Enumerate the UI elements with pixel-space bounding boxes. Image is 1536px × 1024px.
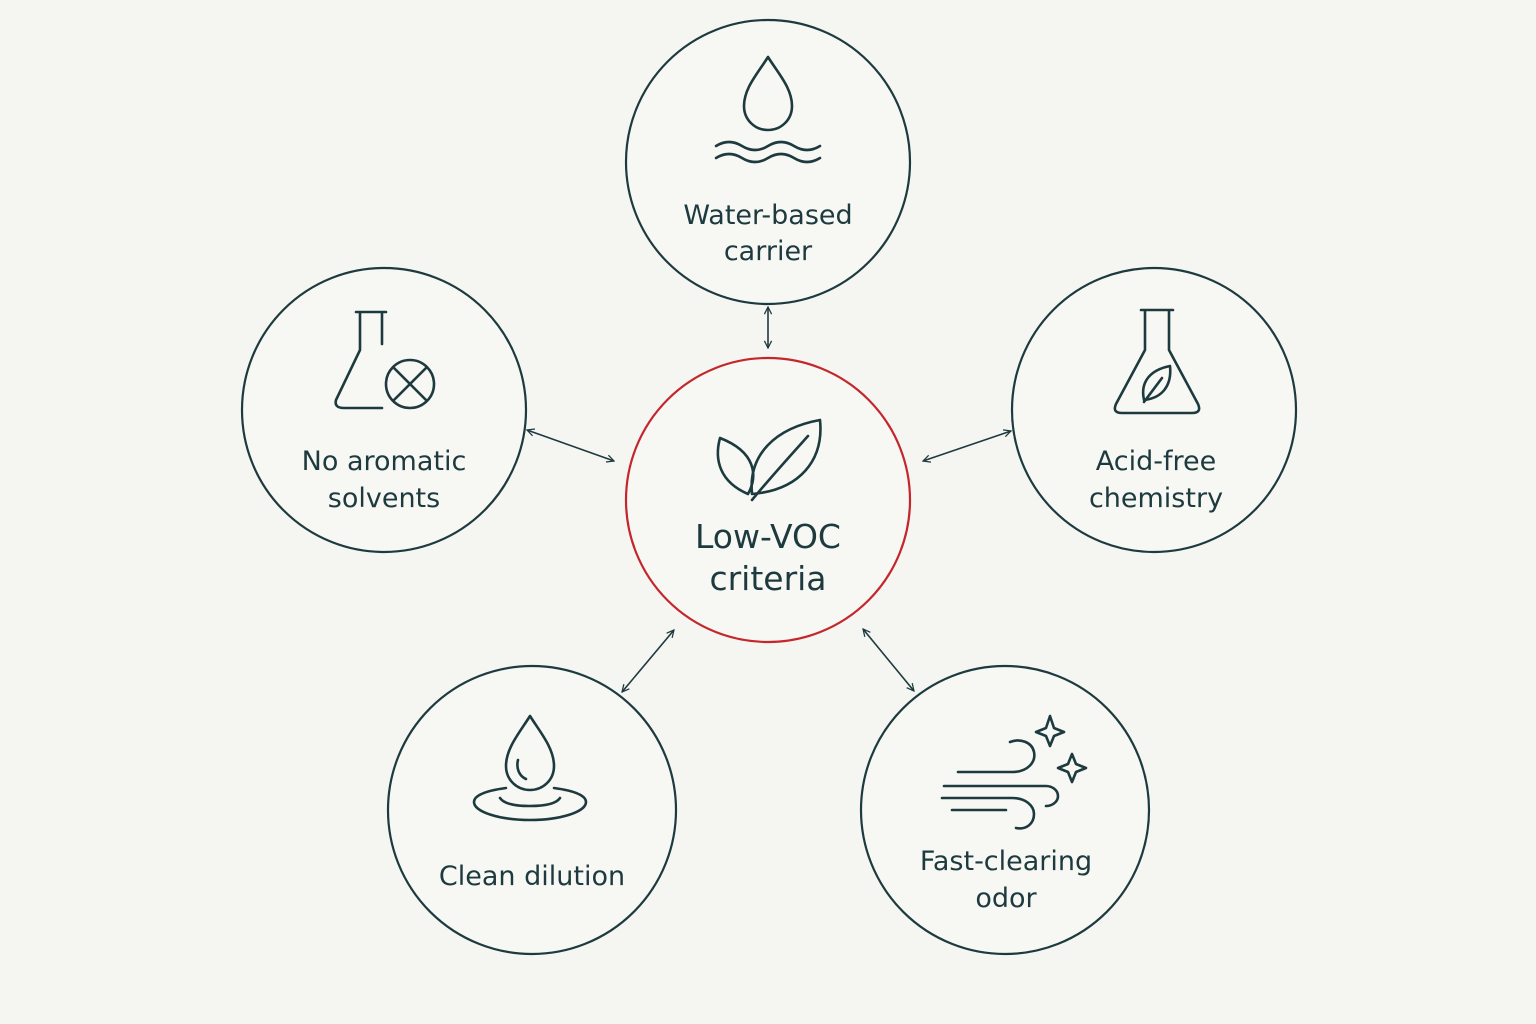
node-label-line2: carrier bbox=[724, 236, 813, 267]
leaf-pair-icon bbox=[716, 418, 822, 502]
node-label-line1: No aromatic bbox=[302, 446, 467, 477]
node-label-line1: Fast-clearing bbox=[920, 846, 1092, 877]
water-drop-waves-icon bbox=[714, 55, 822, 164]
node-label-line1: Water-based bbox=[683, 200, 852, 231]
node-label-line1: Clean dilution bbox=[439, 861, 625, 892]
connector-odor bbox=[863, 629, 914, 691]
flask-crossed-icon bbox=[334, 310, 436, 410]
center-label-line2: criteria bbox=[709, 559, 826, 598]
node-label-line2: chemistry bbox=[1089, 483, 1223, 514]
flask-leaf-icon bbox=[1113, 308, 1201, 415]
node-label-line2: odor bbox=[975, 883, 1037, 914]
drop-ripple-icon bbox=[472, 714, 588, 822]
node-fast-clearing-odor: Fast-clearing odor bbox=[859, 664, 1151, 956]
connector-aromatic bbox=[527, 430, 614, 461]
wind-sparkle-icon bbox=[940, 714, 1088, 830]
node-label-line1: Acid-free bbox=[1096, 446, 1216, 477]
connector-dilution bbox=[622, 630, 674, 692]
node-ring bbox=[624, 18, 912, 306]
node-ring bbox=[386, 664, 678, 956]
node-ring bbox=[1010, 266, 1298, 554]
node-acid-free-chemistry: Acid-free chemistry bbox=[1010, 266, 1298, 554]
connector-acid bbox=[923, 431, 1011, 461]
node-ring bbox=[240, 266, 528, 554]
node-water-based-carrier: Water-based carrier bbox=[624, 18, 912, 306]
node-clean-dilution: Clean dilution bbox=[386, 664, 678, 956]
center-node: Low-VOC criteria bbox=[624, 356, 912, 644]
node-label-line2: solvents bbox=[328, 483, 440, 514]
center-ring bbox=[624, 356, 912, 644]
connectors bbox=[527, 307, 1011, 692]
center-label-line1: Low-VOC bbox=[695, 517, 841, 556]
node-no-aromatic-solvents: No aromatic solvents bbox=[240, 266, 528, 554]
